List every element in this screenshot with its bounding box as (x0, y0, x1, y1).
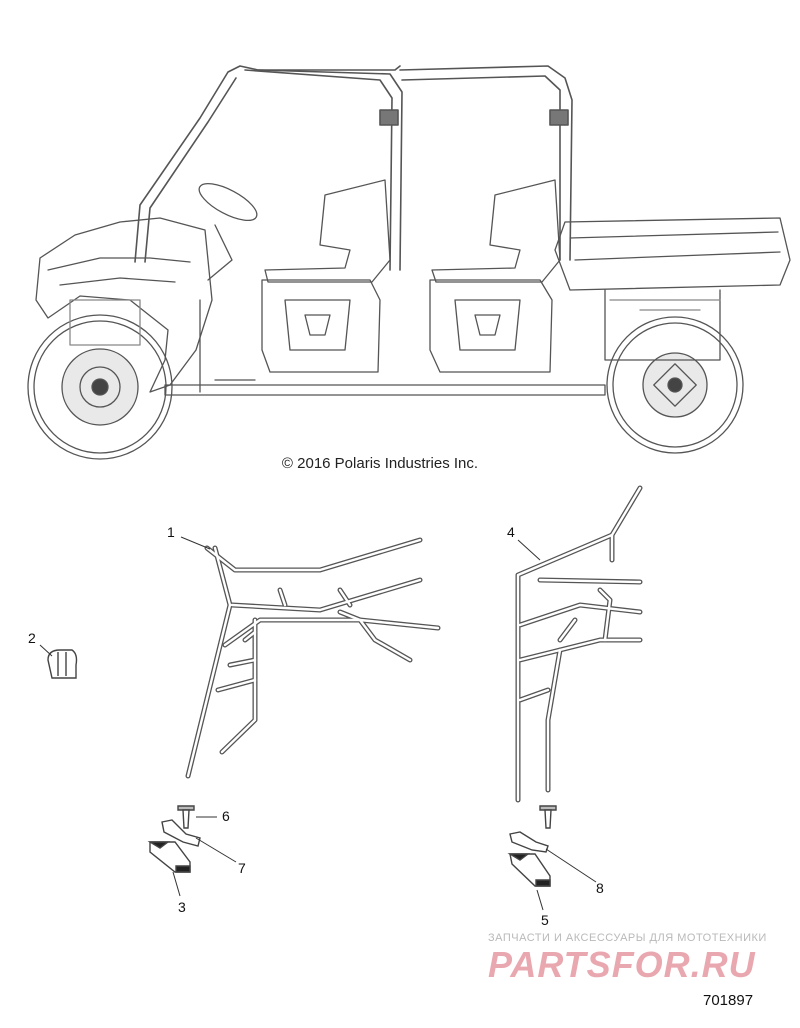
front-body (35, 217, 213, 393)
callout-2: 2 (28, 630, 36, 646)
watermark-subtitle: ЗАПЧАСТИ И АКСЕССУАРЫ ДЛЯ МОТОТЕХНИКИ (488, 932, 767, 944)
steering-wheel (198, 182, 258, 222)
front-seat (264, 179, 391, 283)
part-5-bracket (507, 853, 551, 887)
rear-seat-box (429, 279, 553, 373)
callout-6: 6 (222, 808, 230, 824)
part-3-bracket (147, 841, 191, 873)
cargo-box (554, 217, 791, 291)
drawing-number: 701897 (703, 992, 754, 1009)
part-bolt-rear (539, 805, 557, 829)
part-1-front-cage-frame (185, 537, 441, 779)
copyright-notice: © 2016 Polaris Industries Inc. (281, 455, 479, 472)
rear-wheel (606, 316, 744, 454)
callout-7: 7 (238, 860, 246, 876)
watermark-logo: PARTSFOR.RU (488, 944, 756, 985)
floor-rail (164, 384, 606, 396)
part-6-bolt (177, 805, 195, 829)
part-4-rear-cage-frame (515, 485, 643, 803)
part-8-bracket (509, 831, 549, 853)
callout-4: 4 (507, 524, 515, 540)
part-7-bracket (161, 819, 201, 847)
callout-8: 8 (596, 880, 604, 896)
vehicle-illustration (27, 65, 791, 460)
callout-5: 5 (541, 912, 549, 928)
leader-lines (39, 536, 597, 911)
front-seat-box (261, 279, 381, 373)
roll-cage (134, 65, 573, 271)
rear-seat (431, 179, 561, 283)
callout-3: 3 (178, 899, 186, 915)
front-wheel (27, 314, 173, 460)
part-2-clip (47, 649, 78, 679)
callout-1: 1 (167, 524, 175, 540)
